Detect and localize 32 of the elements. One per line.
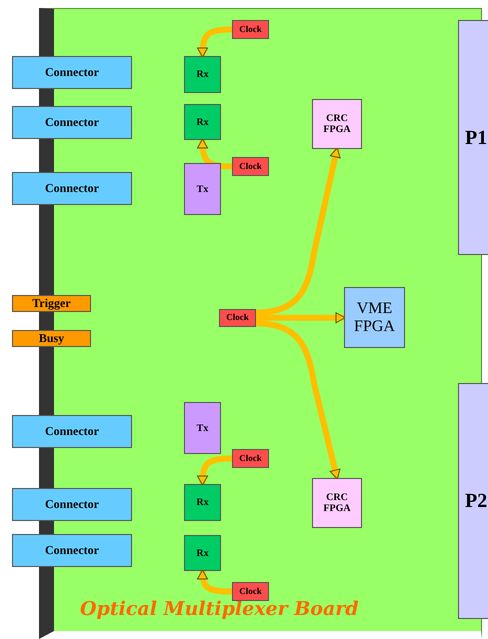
arrow xyxy=(197,26,232,58)
clock-chip: Clock xyxy=(219,309,256,327)
arrow xyxy=(256,312,346,324)
transmitter-chip: Tx xyxy=(184,402,221,454)
arrow xyxy=(197,456,232,486)
fpga-chip: CRC FPGA xyxy=(312,99,362,149)
connector-block: Connector xyxy=(12,56,132,89)
backplane-connector: P1 xyxy=(458,20,488,255)
signal-connector: Trigger xyxy=(12,295,91,312)
clock-chip: Clock xyxy=(232,582,269,601)
arrow xyxy=(256,320,340,480)
receiver-chip: Rx xyxy=(184,535,221,571)
connector-block: Connector xyxy=(12,415,132,448)
clock-chip: Clock xyxy=(232,157,269,176)
receiver-chip: Rx xyxy=(184,104,221,140)
connector-block: Connector xyxy=(12,488,132,521)
backplane-connector: P2 xyxy=(458,383,488,619)
connector-block: Connector xyxy=(12,534,132,567)
fpga-chip: VME FPGA xyxy=(344,287,405,348)
signal-connector: Busy xyxy=(12,330,91,347)
connector-block: Connector xyxy=(12,172,132,205)
connector-block: Connector xyxy=(12,106,132,139)
receiver-chip: Rx xyxy=(184,484,221,521)
clock-chip: Clock xyxy=(232,449,269,468)
arrow xyxy=(197,570,232,594)
transmitter-chip: Tx xyxy=(184,163,221,215)
receiver-chip: Rx xyxy=(184,56,221,93)
arrow xyxy=(256,148,341,316)
board-title: Optical Multiplexer Board xyxy=(80,599,359,620)
arrow xyxy=(197,138,232,170)
fpga-chip: CRC FPGA xyxy=(312,478,362,528)
clock-chip: Clock xyxy=(232,20,269,39)
